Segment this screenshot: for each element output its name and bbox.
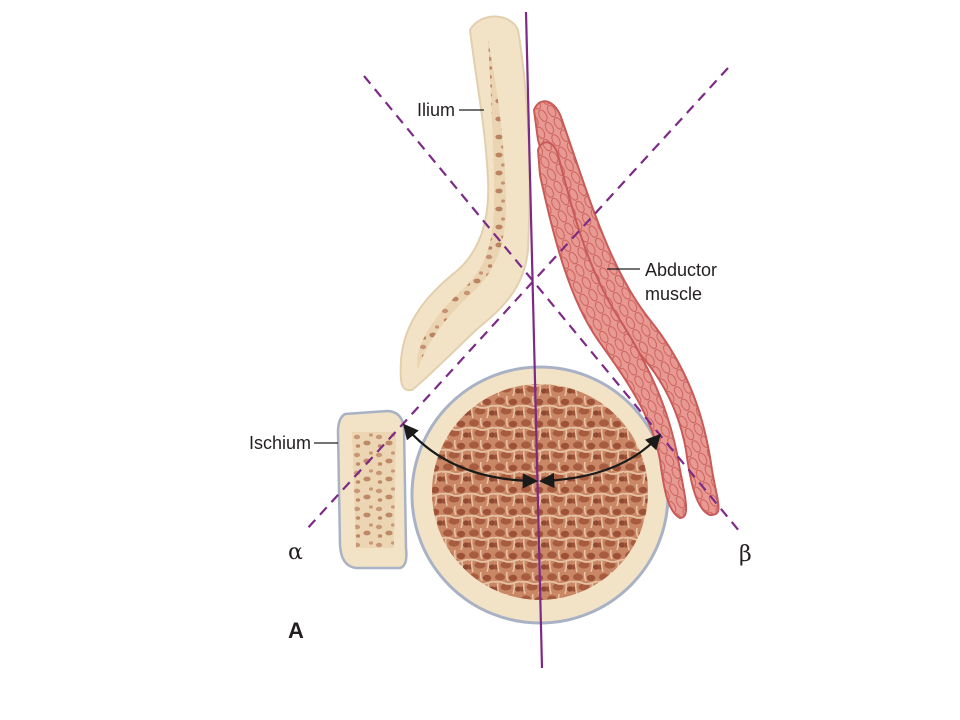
panel-label: A (288, 618, 304, 643)
beta-label: β (739, 542, 752, 567)
ilium-bone (399, 15, 531, 392)
vertical-axis-line (524, 11, 544, 669)
beta-angle-arrow (538, 433, 662, 489)
ilium-label: Ilium (417, 100, 455, 120)
beta-dashed-line (363, 75, 741, 533)
alpha-label: α (288, 540, 303, 565)
alpha-dashed-line (305, 67, 729, 531)
abductor-label-line1: Abductor (645, 260, 717, 280)
abductor-label-line2: muscle (645, 284, 702, 304)
alpha-angle-arrow (403, 423, 539, 489)
ischium-label: Ischium (249, 433, 311, 453)
ischium-bone (336, 409, 408, 570)
